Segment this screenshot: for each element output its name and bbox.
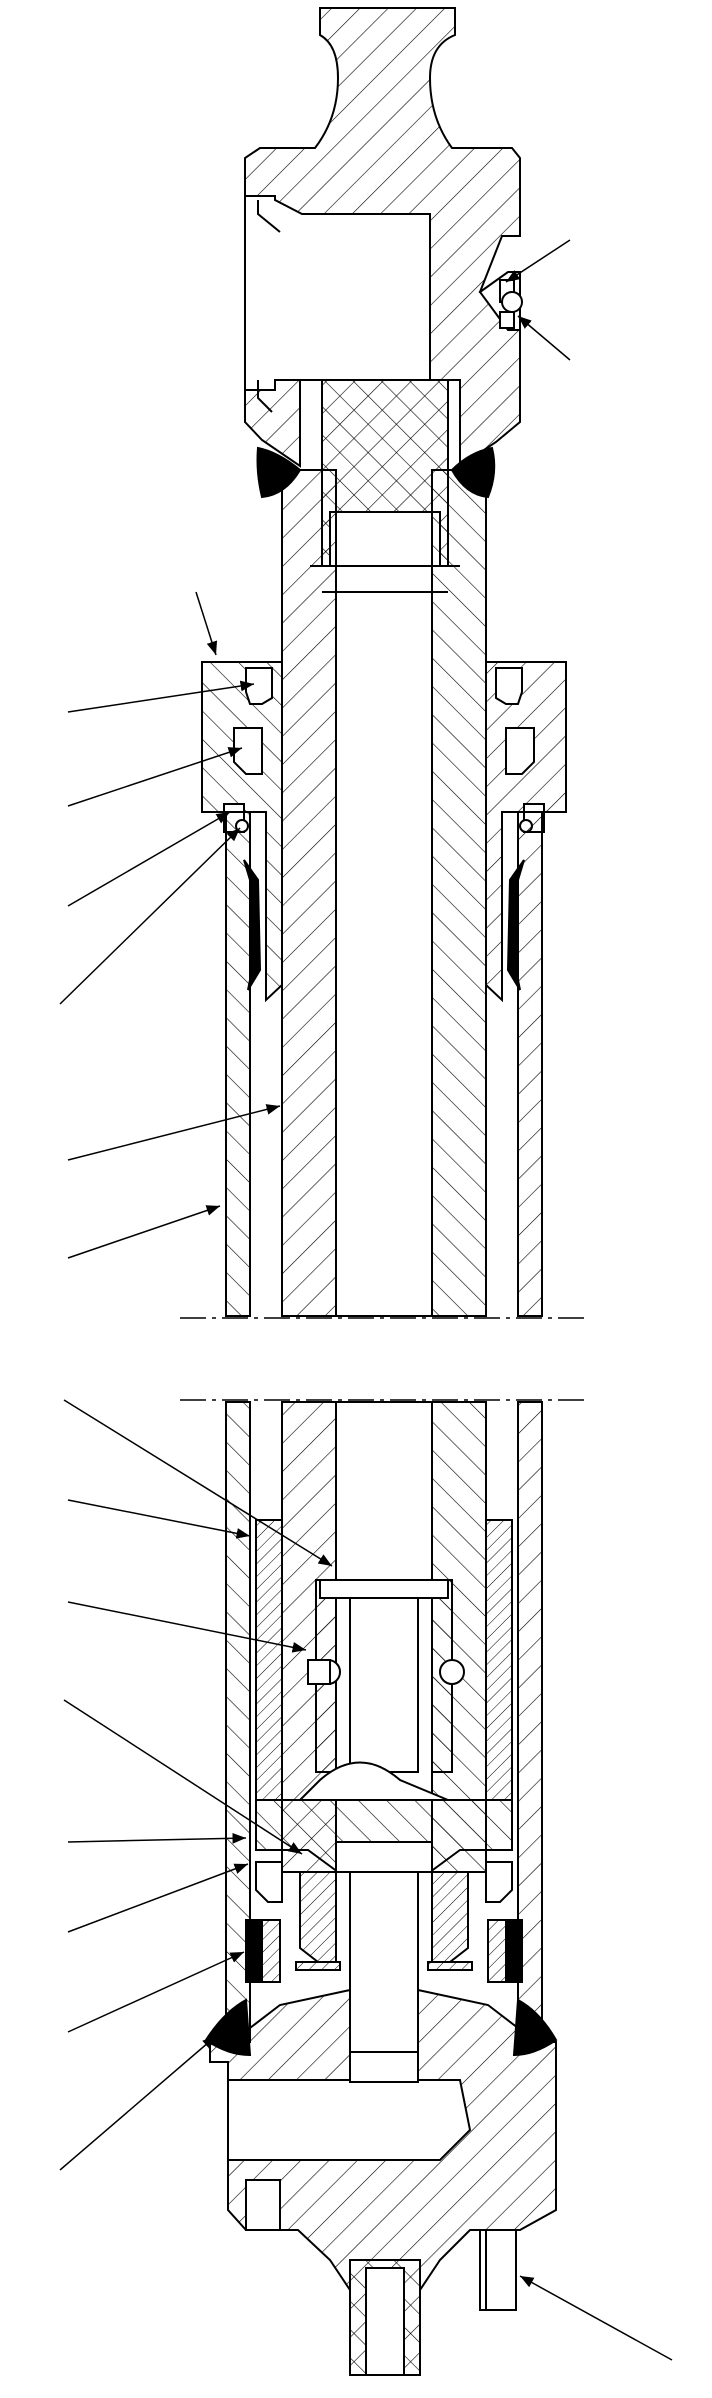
inner-stem <box>281 379 487 1317</box>
leader-4 <box>67 680 255 713</box>
outer-barrel-upper <box>225 811 543 1317</box>
leader-3 <box>195 591 218 656</box>
leader-17 <box>59 2035 217 2171</box>
leader-lines <box>59 239 673 2361</box>
leader-6 <box>67 811 231 907</box>
top-head <box>244 7 523 567</box>
leader-12 <box>67 1601 307 1653</box>
leader-8 <box>67 1104 281 1161</box>
leader-7 <box>59 827 241 1005</box>
check-ball-right <box>439 1659 465 1685</box>
leader-18 <box>519 2275 673 2361</box>
leader-11 <box>67 1499 251 1539</box>
bottom-head <box>209 1988 557 2376</box>
leader-16 <box>67 1951 245 2033</box>
bottom-head-cavity <box>227 2079 472 2161</box>
plunger-assembly <box>245 1519 523 2053</box>
leader-15 <box>67 1863 249 1933</box>
leader-14 <box>67 1832 247 1844</box>
leader-2 <box>517 315 571 361</box>
leader-9 <box>67 1205 221 1259</box>
leader-1 <box>505 239 571 283</box>
leader-5 <box>67 747 243 807</box>
leader-10 <box>63 1399 333 1567</box>
leader-13 <box>63 1699 303 1855</box>
